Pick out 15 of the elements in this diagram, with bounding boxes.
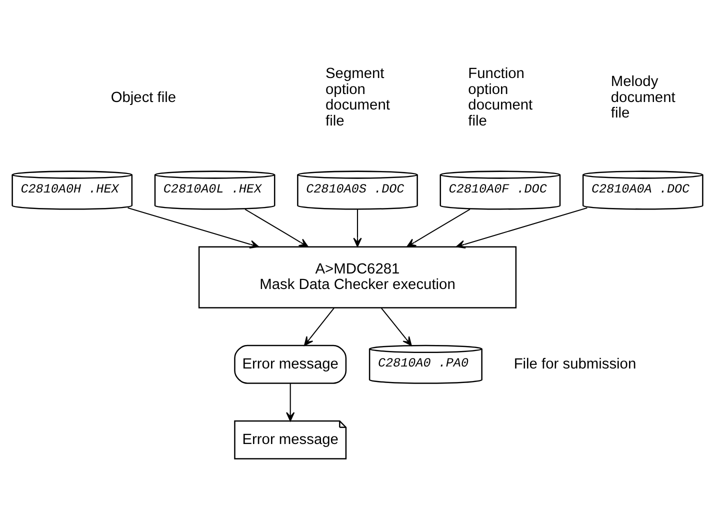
arrow [244,208,308,248]
arrow [304,308,334,346]
arrow [353,209,362,248]
node-label: Segment option document file [326,66,390,130]
node-box: A>MDC6281 Mask Data Checker execution [198,246,517,308]
arrow [456,207,588,249]
node-label: Melody document file [610,74,676,122]
arrow [128,207,260,249]
node-label: File for submission [514,356,636,372]
node-label: Function option document file [468,66,533,130]
arrow [380,308,412,346]
arrow [406,208,470,248]
label: Object file [110,90,176,106]
arrow [286,384,295,422]
node-box: Error message [234,344,347,384]
